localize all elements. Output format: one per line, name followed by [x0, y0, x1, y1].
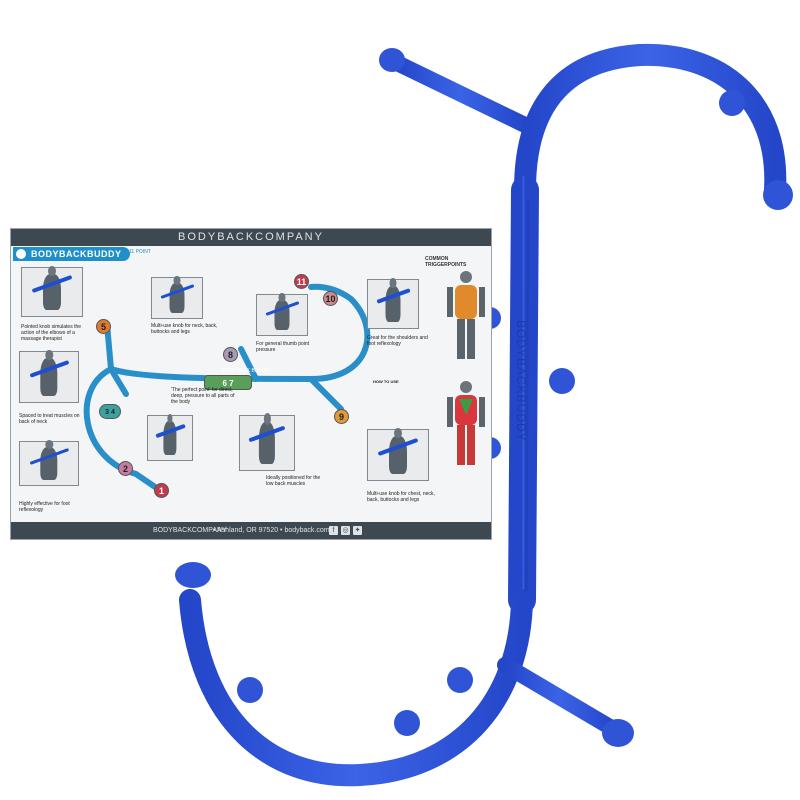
photo-point-2: [19, 440, 79, 486]
caption-point-9: Multi-use knob for chest, neck, back, bu…: [367, 491, 435, 503]
caption-point-6-7: 'The perfect point' for direct, deep, pr…: [171, 387, 235, 405]
photo-point-1: [147, 413, 193, 461]
photo-point-8: [151, 276, 203, 319]
footer-address: • Ashland, OR 97520 • bodyback.com: [213, 527, 330, 534]
product-subtitle: 11 POINT: [129, 249, 151, 255]
point-badge-5: 5: [96, 319, 111, 334]
card-header: BODYBACKCOMPANY: [11, 229, 491, 246]
caption-point-3-4: Spaced to treat muscles on back of neck: [19, 413, 80, 425]
point-badge-6-7: 6 7: [204, 375, 252, 390]
point-badge-9: 9: [334, 409, 349, 424]
body-back-figure: [447, 381, 485, 465]
point-badge-1: 1: [154, 483, 169, 498]
caption-point-2: Highly effective for foot reflexology: [19, 501, 70, 513]
brand-logo-icon: [16, 249, 26, 259]
common-triggerpoints-label: COMMON TRIGGERPOINTS: [425, 256, 467, 268]
caption-point-10: Great for the shoulders and foot reflexo…: [367, 335, 428, 347]
point-badge-8: 8: [223, 347, 238, 362]
product-name-banner: BODYBACKBUDDY: [13, 247, 130, 261]
photo-point-11: [256, 293, 308, 336]
instagram-icon: ◎: [341, 526, 350, 535]
caption-point-8: Multi-use knob for neck, back, buttocks …: [151, 323, 218, 335]
caption-point-5: Pointed knob simulates the action of the…: [21, 324, 82, 342]
photo-point-10: [367, 277, 419, 329]
tool-label-text: BODY BACK BUDDY: [221, 368, 270, 374]
facebook-icon: f: [329, 526, 338, 535]
caption-low-back: Ideally positioned for the low back musc…: [266, 475, 321, 487]
instruction-card: BODYBACKCOMPANY BODYBACKBUDDY 11 POINT C…: [10, 228, 492, 540]
point-badge-3-4: 3 4: [99, 404, 121, 419]
point-badge-11: 11: [294, 274, 309, 289]
footer-brand: BODYBACKCOMPANY: [153, 527, 227, 534]
footer-social-icons: f ◎ ✦: [329, 526, 362, 535]
how-to-use-label: HOW TO USE: [373, 379, 399, 384]
photo-point-low-back: [239, 413, 295, 471]
photo-point-9: [367, 427, 429, 481]
point-badge-2: 2: [118, 461, 133, 476]
product-name: BODYBACKBUDDY: [31, 249, 122, 259]
body-front-figure: [447, 271, 485, 359]
point-badge-10: 10: [323, 291, 338, 306]
photo-point-5: [21, 265, 83, 317]
caption-point-11: For general thumb point pressure: [256, 341, 310, 353]
card-header-brand: BODYBACKCOMPANY: [178, 231, 324, 243]
embossed-text: BODYBACKBUDDY: [514, 320, 528, 442]
photo-point-3-4: [19, 349, 79, 403]
twitter-icon: ✦: [353, 526, 362, 535]
card-footer: BODYBACKCOMPANY • Ashland, OR 97520 • bo…: [11, 522, 491, 539]
